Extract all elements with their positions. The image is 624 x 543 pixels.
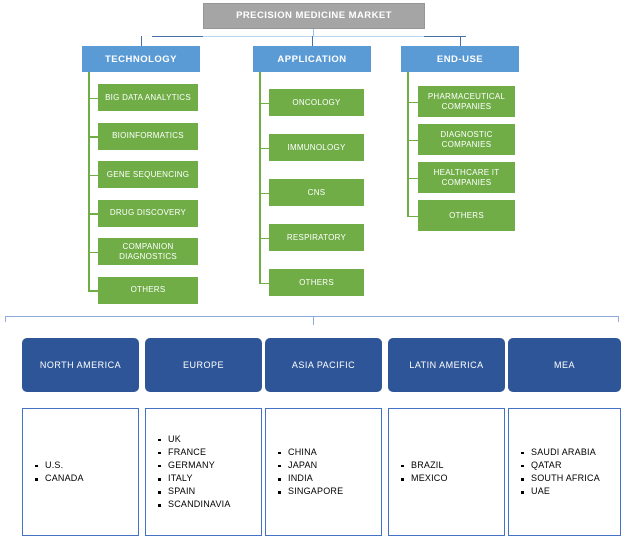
- country-item: U.S.: [35, 459, 84, 472]
- country-item: SINGAPORE: [277, 485, 343, 498]
- stub-line-technology-big-data-analytics: [88, 97, 98, 99]
- leaf-technology-drug-discovery[interactable]: DRUG DISCOVERY: [98, 199, 198, 227]
- country-item: CANADA: [35, 472, 84, 485]
- leaf-end-use-others[interactable]: OTHERS: [418, 200, 515, 231]
- leaf-technology-bioinformatics[interactable]: BIOINFORMATICS: [98, 122, 198, 150]
- country-item: ITALY: [158, 472, 231, 485]
- region-header-latin-america[interactable]: LATIN AMERICA: [388, 338, 505, 392]
- leaf-end-use-pharmaceutical-companies[interactable]: PHARMACEUTICAL COMPANIES: [418, 86, 515, 117]
- stub-line-application-oncology: [259, 102, 269, 104]
- country-item: GERMANY: [158, 459, 231, 472]
- stub-line-application-respiratory: [259, 237, 269, 239]
- region-header-mea[interactable]: MEA: [508, 338, 621, 392]
- country-item: SAUDI ARABIA: [521, 446, 600, 459]
- trunk-line-application: [259, 72, 261, 283]
- country-item: SPAIN: [158, 485, 231, 498]
- leaf-application-others[interactable]: OTHERS: [269, 269, 364, 296]
- country-item: QATAR: [521, 459, 600, 472]
- leaf-technology-big-data-analytics[interactable]: BIG DATA ANALYTICS: [98, 84, 198, 111]
- divider-tick-left: [5, 316, 6, 322]
- category-header-technology[interactable]: TECHNOLOGY: [82, 46, 200, 72]
- leaf-end-use-diagnostic-companies[interactable]: DIAGNOSTIC COMPANIES: [418, 124, 515, 155]
- stub-line-application-immunology: [259, 147, 269, 149]
- connector-drop-end-use: [460, 36, 461, 46]
- category-header-end-use[interactable]: END-USE: [401, 46, 519, 72]
- trunk-line-end-use: [407, 72, 409, 216]
- divider-stem: [313, 316, 314, 325]
- stub-line-end-use-others: [407, 215, 418, 217]
- country-item: SCANDINAVIA: [158, 498, 231, 511]
- trunk-line-technology: [88, 72, 90, 290]
- country-item: UAE: [521, 485, 600, 498]
- country-item: JAPAN: [277, 459, 343, 472]
- category-header-application[interactable]: APPLICATION: [253, 46, 371, 72]
- leaf-application-respiratory[interactable]: RESPIRATORY: [269, 224, 364, 251]
- country-item: UK: [158, 433, 231, 446]
- leaf-end-use-healthcare-it-companies[interactable]: HEALTHCARE IT COMPANIES: [418, 162, 515, 193]
- country-item: INDIA: [277, 472, 343, 485]
- stub-line-application-cns: [259, 192, 269, 194]
- stub-line-end-use-pharmaceutical-companies: [407, 101, 418, 103]
- top-connector-bus-inner: [203, 36, 424, 37]
- country-item: MEXICO: [401, 472, 448, 485]
- country-box-north-america: U.S.CANADA: [22, 408, 139, 536]
- country-item: BRAZIL: [401, 459, 448, 472]
- leaf-technology-others[interactable]: OTHERS: [98, 276, 198, 304]
- region-header-europe[interactable]: EUROPE: [145, 338, 262, 392]
- region-header-asia-pacific[interactable]: ASIA PACIFIC: [265, 338, 382, 392]
- leaf-application-immunology[interactable]: IMMUNOLOGY: [269, 134, 364, 161]
- country-item: CHINA: [277, 446, 343, 459]
- country-item: SOUTH AFRICA: [521, 472, 600, 485]
- divider-tick-right: [618, 316, 619, 322]
- connector-drop-technology: [141, 36, 142, 46]
- leaf-application-cns[interactable]: CNS: [269, 179, 364, 206]
- connector-drop-application: [312, 36, 313, 46]
- stub-line-technology-drug-discovery: [88, 213, 98, 215]
- stub-line-application-others: [259, 282, 269, 284]
- leaf-application-oncology[interactable]: ONCOLOGY: [269, 89, 364, 116]
- region-header-north-america[interactable]: NORTH AMERICA: [22, 338, 139, 392]
- stub-line-technology-others: [88, 290, 98, 292]
- stub-line-end-use-diagnostic-companies: [407, 139, 418, 141]
- stub-line-technology-bioinformatics: [88, 136, 98, 138]
- diagram-title: PRECISION MEDICINE MARKET: [203, 3, 425, 29]
- stub-line-end-use-healthcare-it-companies: [407, 177, 418, 179]
- leaf-technology-companion-diagnostics[interactable]: COMPANION DIAGNOSTICS: [98, 238, 198, 265]
- title-stem-connector: [313, 29, 314, 37]
- country-item: FRANCE: [158, 446, 231, 459]
- leaf-technology-gene-sequencing[interactable]: GENE SEQUENCING: [98, 161, 198, 188]
- stub-line-technology-companion-diagnostics: [88, 251, 98, 253]
- stub-line-technology-gene-sequencing: [88, 174, 98, 176]
- section-divider: [5, 316, 619, 317]
- country-list-north-america: U.S.CANADA: [29, 459, 84, 485]
